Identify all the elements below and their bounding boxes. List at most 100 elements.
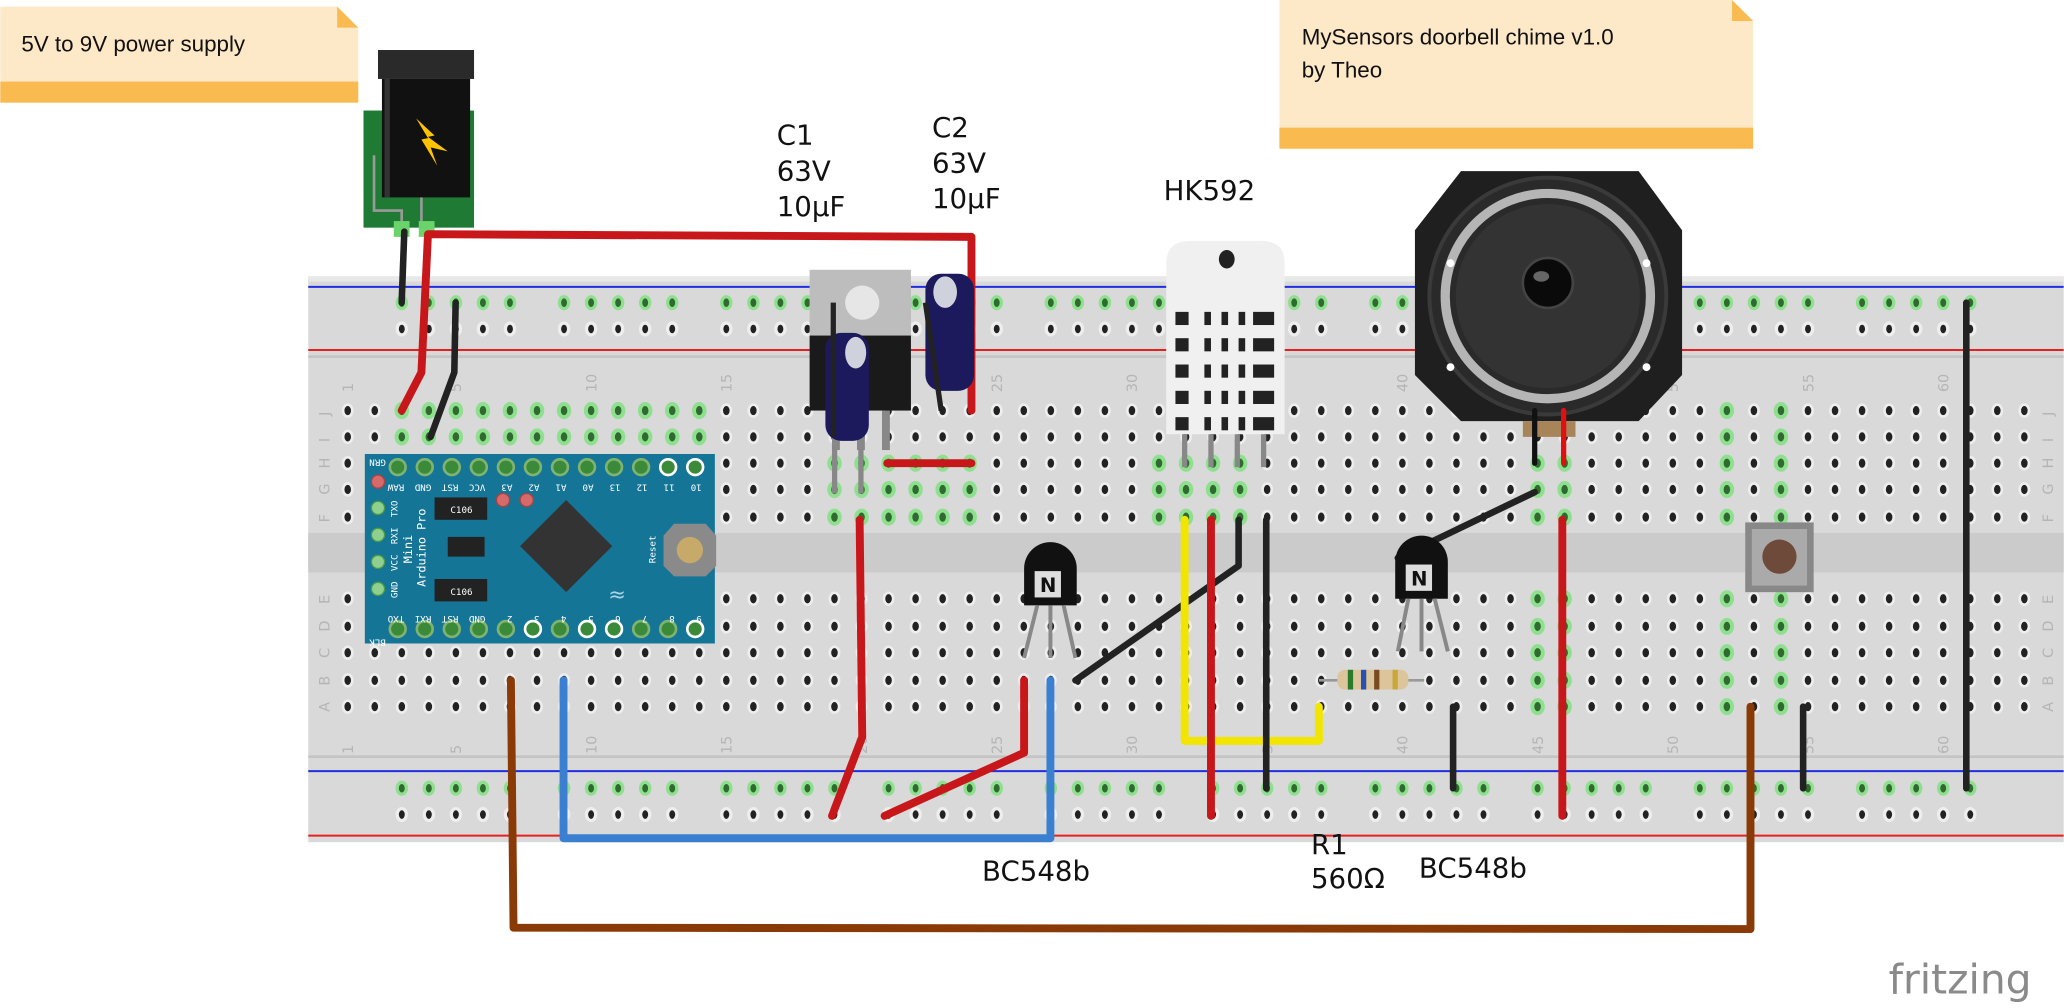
breadboard-hole[interactable] bbox=[639, 645, 652, 660]
rail-hole[interactable] bbox=[1314, 806, 1328, 823]
rail-hole[interactable] bbox=[1964, 806, 1977, 823]
breadboard-hole[interactable] bbox=[1991, 455, 2004, 471]
rail-hole[interactable] bbox=[1855, 806, 1869, 823]
breadboard-hole[interactable] bbox=[531, 645, 543, 660]
rail-hole[interactable] bbox=[449, 780, 463, 796]
breadboard-hole[interactable] bbox=[1450, 482, 1463, 497]
breadboard-hole[interactable] bbox=[341, 403, 354, 418]
breadboard-hole[interactable] bbox=[801, 429, 814, 445]
breadboard-hole[interactable] bbox=[341, 699, 354, 714]
breadboard-hole[interactable] bbox=[2018, 403, 2031, 418]
rail-hole[interactable] bbox=[1152, 321, 1166, 337]
breadboard-hole[interactable] bbox=[2018, 455, 2031, 471]
breadboard-hole[interactable] bbox=[1719, 508, 1735, 526]
breadboard-hole[interactable] bbox=[1612, 699, 1625, 714]
breadboard-hole[interactable] bbox=[1773, 454, 1789, 472]
breadboard-hole[interactable] bbox=[1369, 403, 1382, 418]
breadboard-hole[interactable] bbox=[882, 673, 895, 688]
breadboard-hole[interactable] bbox=[558, 645, 570, 660]
breadboard-hole[interactable] bbox=[1719, 402, 1735, 420]
breadboard-hole[interactable] bbox=[801, 645, 814, 660]
breadboard-hole[interactable] bbox=[827, 508, 842, 526]
breadboard-hole[interactable] bbox=[1937, 619, 1950, 634]
wire-blue[interactable] bbox=[559, 676, 1055, 843]
breadboard-hole[interactable] bbox=[2018, 645, 2031, 660]
rail-hole[interactable] bbox=[1855, 321, 1869, 337]
breadboard-hole[interactable] bbox=[1342, 509, 1355, 525]
breadboard-hole[interactable] bbox=[666, 645, 679, 660]
rail-hole[interactable] bbox=[557, 295, 571, 311]
breadboard-hole[interactable] bbox=[801, 591, 814, 606]
breadboard-hole[interactable] bbox=[448, 402, 464, 420]
resistor-r1[interactable] bbox=[1318, 669, 1425, 690]
breadboard-hole[interactable] bbox=[1098, 509, 1111, 525]
breadboard-hole[interactable] bbox=[990, 455, 1003, 471]
breadboard-hole[interactable] bbox=[1288, 429, 1301, 445]
breadboard-hole[interactable] bbox=[1991, 429, 2004, 445]
breadboard-hole[interactable] bbox=[1342, 482, 1355, 497]
rail-hole[interactable] bbox=[1585, 806, 1598, 823]
breadboard-hole[interactable] bbox=[1719, 644, 1735, 662]
breadboard-hole[interactable] bbox=[1557, 480, 1572, 499]
breadboard-hole[interactable] bbox=[1666, 455, 1679, 471]
breadboard-hole[interactable] bbox=[1396, 699, 1409, 714]
breadboard-hole[interactable] bbox=[1098, 673, 1111, 688]
breadboard-hole[interactable] bbox=[1423, 455, 1436, 471]
rail-hole[interactable] bbox=[1071, 806, 1085, 823]
breadboard-hole[interactable] bbox=[747, 673, 760, 688]
rail-hole[interactable] bbox=[1936, 780, 1950, 796]
arduino-pin[interactable] bbox=[631, 457, 651, 477]
rail-hole[interactable] bbox=[774, 321, 787, 337]
rail-hole[interactable] bbox=[395, 780, 409, 796]
breadboard-hole[interactable] bbox=[828, 673, 841, 688]
breadboard-hole[interactable] bbox=[637, 402, 653, 420]
breadboard-hole[interactable] bbox=[1585, 482, 1598, 497]
breadboard-hole[interactable] bbox=[1288, 591, 1301, 606]
rail-hole[interactable] bbox=[747, 780, 760, 796]
humidity-sensor-hk592[interactable] bbox=[1166, 240, 1285, 468]
wire-brown[interactable] bbox=[506, 676, 1755, 933]
breadboard-hole[interactable] bbox=[1802, 645, 1814, 660]
breadboard-hole[interactable] bbox=[1126, 699, 1138, 714]
breadboard-hole[interactable] bbox=[990, 429, 1003, 445]
breadboard-hole[interactable] bbox=[1017, 482, 1030, 497]
breadboard-hole[interactable] bbox=[909, 673, 922, 688]
breadboard-hole[interactable] bbox=[1098, 619, 1111, 634]
breadboard-hole[interactable] bbox=[1234, 673, 1247, 688]
breadboard-hole[interactable] bbox=[529, 402, 545, 420]
breadboard-hole[interactable] bbox=[720, 455, 733, 471]
breadboard-hole[interactable] bbox=[1423, 619, 1436, 634]
breadboard-hole[interactable] bbox=[1747, 455, 1760, 471]
rail-hole[interactable] bbox=[1882, 780, 1896, 796]
arduino-pin[interactable] bbox=[442, 619, 462, 639]
breadboard-hole[interactable] bbox=[448, 428, 464, 446]
speaker[interactable] bbox=[1414, 171, 1683, 466]
breadboard-hole[interactable] bbox=[1151, 454, 1167, 472]
breadboard-hole[interactable] bbox=[1883, 645, 1896, 660]
breadboard-hole[interactable] bbox=[1773, 402, 1789, 420]
rail-hole[interactable] bbox=[1639, 780, 1652, 796]
breadboard-hole[interactable] bbox=[341, 509, 354, 525]
note-title[interactable]: MySensors doorbell chime v1.0 by Theo bbox=[1279, 0, 1754, 149]
breadboard-hole[interactable] bbox=[1612, 509, 1625, 525]
breadboard-hole[interactable] bbox=[1017, 619, 1030, 634]
rail-hole[interactable] bbox=[1693, 295, 1707, 311]
breadboard-hole[interactable] bbox=[639, 699, 652, 714]
capacitor-c1[interactable] bbox=[825, 302, 869, 494]
breadboard-hole[interactable] bbox=[556, 428, 572, 446]
breadboard-hole[interactable] bbox=[475, 402, 491, 420]
rail-hole[interactable] bbox=[1369, 806, 1382, 823]
breadboard-hole[interactable] bbox=[1315, 429, 1328, 445]
breadboard-hole[interactable] bbox=[1693, 645, 1706, 660]
breadboard-hole[interactable] bbox=[1773, 617, 1789, 635]
breadboard-hole[interactable] bbox=[1585, 455, 1598, 471]
breadboard-hole[interactable] bbox=[1151, 480, 1167, 499]
breadboard-hole[interactable] bbox=[801, 482, 814, 497]
breadboard-hole[interactable] bbox=[1639, 591, 1652, 606]
breadboard-hole[interactable] bbox=[747, 699, 760, 714]
arduino-pin[interactable] bbox=[604, 457, 624, 477]
breadboard-hole[interactable] bbox=[1126, 619, 1138, 634]
push-button[interactable] bbox=[1745, 522, 1814, 593]
arduino-pin[interactable] bbox=[658, 457, 678, 477]
breadboard-hole[interactable] bbox=[990, 699, 1003, 714]
